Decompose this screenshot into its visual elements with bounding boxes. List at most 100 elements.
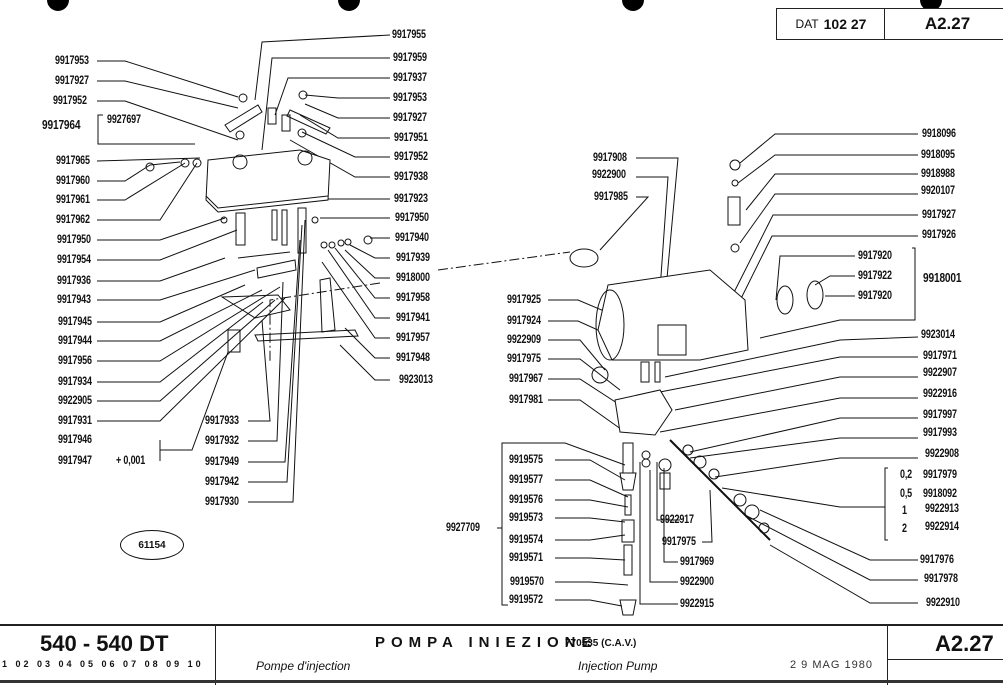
leader-line (97, 60, 239, 98)
part-label: 9917941 (396, 312, 430, 324)
part-label: 9918095 (921, 149, 955, 161)
leader-line (301, 131, 390, 158)
leader-line (639, 462, 678, 605)
dat-prefix: DAT (795, 17, 819, 31)
leader-line (555, 459, 626, 481)
english-title: Injection Pump (578, 659, 658, 673)
leader-line (599, 196, 650, 251)
figure-reference: 61154 (120, 530, 184, 560)
part-label: 9917926 (922, 229, 956, 241)
leader-line (344, 327, 390, 359)
part-label: 9917933 (205, 415, 239, 427)
part-label: 9919577 (509, 474, 543, 486)
leader-line (97, 301, 264, 383)
leader-line (636, 157, 679, 301)
part-label: 9923013 (399, 374, 433, 386)
tolerance-note: + 0,001 (116, 455, 146, 467)
part-label: 9917953 (393, 92, 427, 104)
leader-line (548, 358, 621, 391)
sheet-code: A2.27 (935, 631, 994, 656)
part-label: 9917981 (509, 394, 543, 406)
leader-line (327, 249, 390, 319)
leader-line (702, 489, 713, 543)
part-label: 9917944 (58, 335, 92, 347)
leader-line (274, 77, 390, 116)
bracket (759, 247, 916, 339)
leader-line (261, 57, 390, 151)
part-label: 9917938 (394, 171, 428, 183)
scan-edge (0, 680, 1003, 683)
part-label: 9927697 (107, 114, 141, 126)
part-label: 9922915 (680, 598, 714, 610)
part-label: 9917962 (56, 214, 90, 226)
part-label: 9917993 (923, 427, 957, 439)
leader-line (814, 275, 855, 286)
leader-line (744, 514, 918, 581)
part-label: 9917967 (509, 373, 543, 385)
figure-number: 61154 (138, 539, 166, 551)
leader-line (636, 176, 669, 291)
dat-number: 102 27 (823, 16, 867, 32)
part-label: 9922907 (923, 367, 957, 379)
part-label: 9917945 (58, 316, 92, 328)
part-label: 9917985 (594, 191, 628, 203)
leader-line (248, 224, 303, 483)
part-label: 9917975 (662, 536, 696, 548)
leader-line (689, 417, 918, 453)
leader-line (159, 351, 229, 461)
part-label: 9917927 (922, 209, 956, 221)
part-label: 9917950 (395, 212, 429, 224)
part-label: 9917925 (507, 294, 541, 306)
leader-line (248, 239, 301, 463)
leader-line (759, 509, 918, 561)
leader-line (97, 100, 239, 141)
part-label: 9917965 (56, 155, 90, 167)
leader-line (649, 470, 678, 583)
part-label: 9919572 (509, 594, 543, 606)
part-label: 9917949 (205, 456, 239, 468)
part-label: 9917934 (58, 376, 92, 388)
spring (256, 259, 297, 279)
part-label: 9917976 (920, 554, 954, 566)
leader-line (737, 154, 918, 184)
part-label: 9917961 (56, 194, 90, 206)
part-label: 9922909 (507, 334, 541, 346)
part-label: 9917978 (924, 573, 958, 585)
leader-line (555, 581, 629, 586)
leader-line (97, 289, 263, 342)
leader-line (289, 139, 390, 178)
assembly-label: 9917964 (42, 117, 81, 132)
part-label: 9917947 (58, 455, 92, 467)
leader-line (299, 114, 390, 139)
date-stamp: 2 9 MAG 1980 (790, 659, 873, 671)
leader-line (248, 219, 306, 503)
part-label: 9922900 (680, 576, 714, 588)
leader-line (659, 356, 918, 393)
part-label: 9918988 (921, 168, 955, 180)
bracket (97, 114, 195, 145)
part-label: 9923014 (921, 329, 955, 341)
leader-line (97, 286, 281, 362)
part-label: 9917955 (392, 29, 426, 41)
leader-line (349, 244, 390, 259)
part-label: 9917922 (858, 270, 892, 282)
leader-line (555, 499, 629, 508)
leader-line (769, 544, 918, 604)
leader-line (97, 257, 226, 282)
leader-line (775, 255, 855, 301)
leader-line (344, 249, 390, 279)
part-label: 9917940 (395, 232, 429, 244)
shim-size: 2 (902, 523, 907, 535)
pump-housing (597, 269, 749, 361)
part-label: 9918092 (923, 488, 957, 500)
leader-line (548, 339, 606, 371)
outlet-fitting (669, 439, 771, 541)
part-label: 9919575 (509, 454, 543, 466)
leader-line (97, 217, 226, 241)
part-label: 9917956 (58, 355, 92, 367)
part-label: 9919574 (509, 534, 543, 546)
page-code: A2.27 (924, 14, 971, 33)
shim-size: 0,5 (900, 488, 913, 500)
page-code-box: A2.27 (884, 8, 1003, 40)
